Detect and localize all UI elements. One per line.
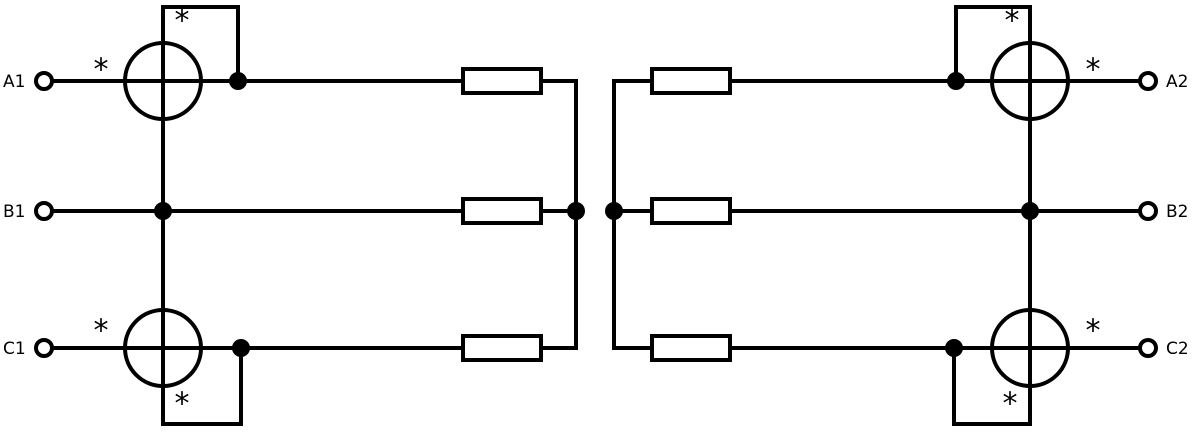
terminal-label-b2: B2 bbox=[1166, 202, 1188, 222]
resistor-left-b bbox=[461, 197, 543, 225]
junction-dot-left-bottom bbox=[232, 339, 250, 357]
terminal-a2[interactable] bbox=[1138, 71, 1158, 91]
winding-right-bottom-polarity-loop bbox=[952, 348, 1032, 426]
junction-dot-right-top bbox=[947, 72, 965, 90]
junction-dot-left-bus bbox=[567, 202, 585, 220]
terminal-label-a2: A2 bbox=[1166, 72, 1188, 92]
junction-dot-right-bottom bbox=[945, 339, 963, 357]
terminal-label-b1: B1 bbox=[3, 202, 25, 222]
resistor-left-c bbox=[461, 334, 543, 362]
terminal-c1[interactable] bbox=[34, 338, 54, 358]
polarity-mark-left-top-outer: * bbox=[94, 53, 109, 88]
terminal-b1[interactable] bbox=[34, 201, 54, 221]
junction-dot-right-bus bbox=[605, 202, 623, 220]
terminal-label-a1: A1 bbox=[3, 72, 25, 92]
terminal-b2[interactable] bbox=[1138, 201, 1158, 221]
winding-right-top-polarity-loop bbox=[954, 5, 1032, 81]
polarity-mark-right-bottom-outer: * bbox=[1086, 314, 1101, 349]
resistor-right-b bbox=[650, 197, 732, 225]
terminal-label-c2: C2 bbox=[1166, 339, 1189, 359]
polarity-mark-right-top-loop: * bbox=[1005, 4, 1020, 39]
resistor-right-a bbox=[650, 67, 732, 95]
winding-left-top-polarity-loop bbox=[161, 5, 240, 81]
terminal-label-c1: C1 bbox=[3, 339, 26, 359]
polarity-mark-right-top-outer: * bbox=[1086, 53, 1101, 88]
polarity-mark-right-bottom-loop: * bbox=[1003, 387, 1018, 422]
polarity-mark-left-bottom-outer: * bbox=[94, 314, 109, 349]
terminal-a1[interactable] bbox=[34, 71, 54, 91]
junction-dot-right-middle bbox=[1021, 202, 1039, 220]
winding-left-bottom-polarity-loop bbox=[161, 348, 243, 426]
resistor-right-c bbox=[650, 334, 732, 362]
terminal-c2[interactable] bbox=[1138, 338, 1158, 358]
junction-dot-left-top bbox=[229, 72, 247, 90]
polarity-mark-left-top-loop: * bbox=[175, 4, 190, 39]
polarity-mark-left-bottom-loop: * bbox=[175, 387, 190, 422]
resistor-left-a bbox=[461, 67, 543, 95]
junction-dot-left-middle bbox=[154, 202, 172, 220]
